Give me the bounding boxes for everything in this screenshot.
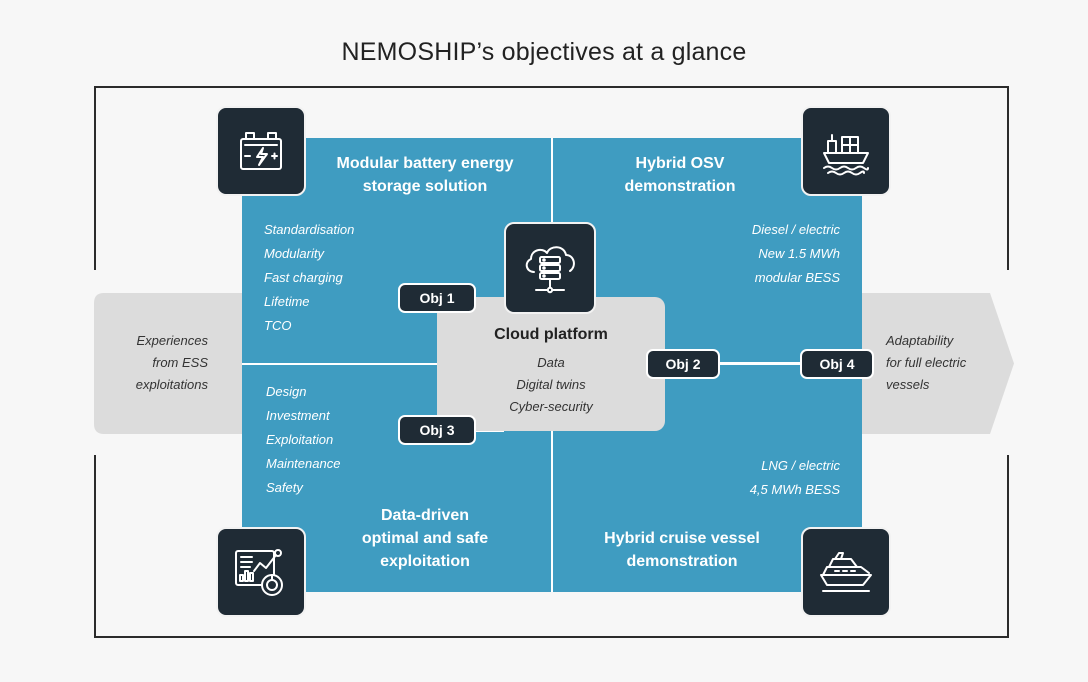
- frame-right-lower: [1007, 455, 1009, 638]
- quadrant-title-bottom-left: Data-driven optimal and safe exploitatio…: [361, 507, 489, 570]
- side-text-right: Adaptability for full electric vessels: [886, 333, 967, 392]
- obj4-badge: Obj 4: [800, 349, 874, 379]
- cargo-ship-icon: [823, 134, 869, 176]
- page-title: NEMOSHIP’s objectives at a glance: [341, 38, 747, 66]
- cloud-server-icon: [525, 246, 575, 294]
- frame-left-lower: [94, 455, 96, 638]
- battery-icon: [240, 132, 282, 170]
- cloud-icon-box: [504, 222, 596, 314]
- quadrant-list-top-left: Standardisation Modularity Fast charging…: [264, 222, 355, 333]
- quadrant-list-bottom-right: LNG / electric 4,5 MWh BESS: [749, 458, 840, 497]
- cruise-ship-icon: [820, 552, 872, 592]
- cloud-platform-title: Cloud platform: [494, 326, 608, 343]
- cruise-ship-icon-box: [801, 527, 891, 617]
- analytics-icon-box: [216, 527, 306, 617]
- battery-icon-box: [216, 106, 306, 196]
- connector-obj3: [474, 430, 504, 432]
- quadrant-title-top-left: Modular battery energy storage solution: [336, 155, 514, 195]
- quadrant-list-top-right: Diesel / electric New 1.5 MWh modular BE…: [751, 222, 840, 285]
- frame-bottom: [94, 636, 1009, 638]
- analytics-dashboard-icon: [235, 549, 283, 596]
- quadrant-title-bottom-right: Hybrid cruise vessel demonstration: [604, 530, 760, 570]
- cargo-ship-icon-box: [801, 106, 891, 196]
- quadrant-list-bottom-left: Design Investment Exploitation Maintenan…: [266, 384, 341, 495]
- frame-top: [94, 86, 1009, 88]
- quadrant-title-top-right: Hybrid OSV demonstration: [624, 155, 736, 195]
- obj2-badge: Obj 2: [646, 349, 720, 379]
- obj3-badge: Obj 3: [398, 415, 476, 445]
- connector-obj2-obj4: [718, 362, 802, 364]
- side-text-left: Experiences from ESS exploitations: [135, 333, 208, 392]
- left-band: [94, 293, 244, 434]
- obj1-badge: Obj 1: [398, 283, 476, 313]
- right-arrow-band: [858, 293, 1014, 434]
- frame-left-upper: [94, 86, 96, 270]
- frame-right-upper: [1007, 86, 1009, 270]
- cloud-platform-items: Data Digital twins Cyber-security: [509, 355, 593, 414]
- cloud-platform-box: [437, 297, 665, 431]
